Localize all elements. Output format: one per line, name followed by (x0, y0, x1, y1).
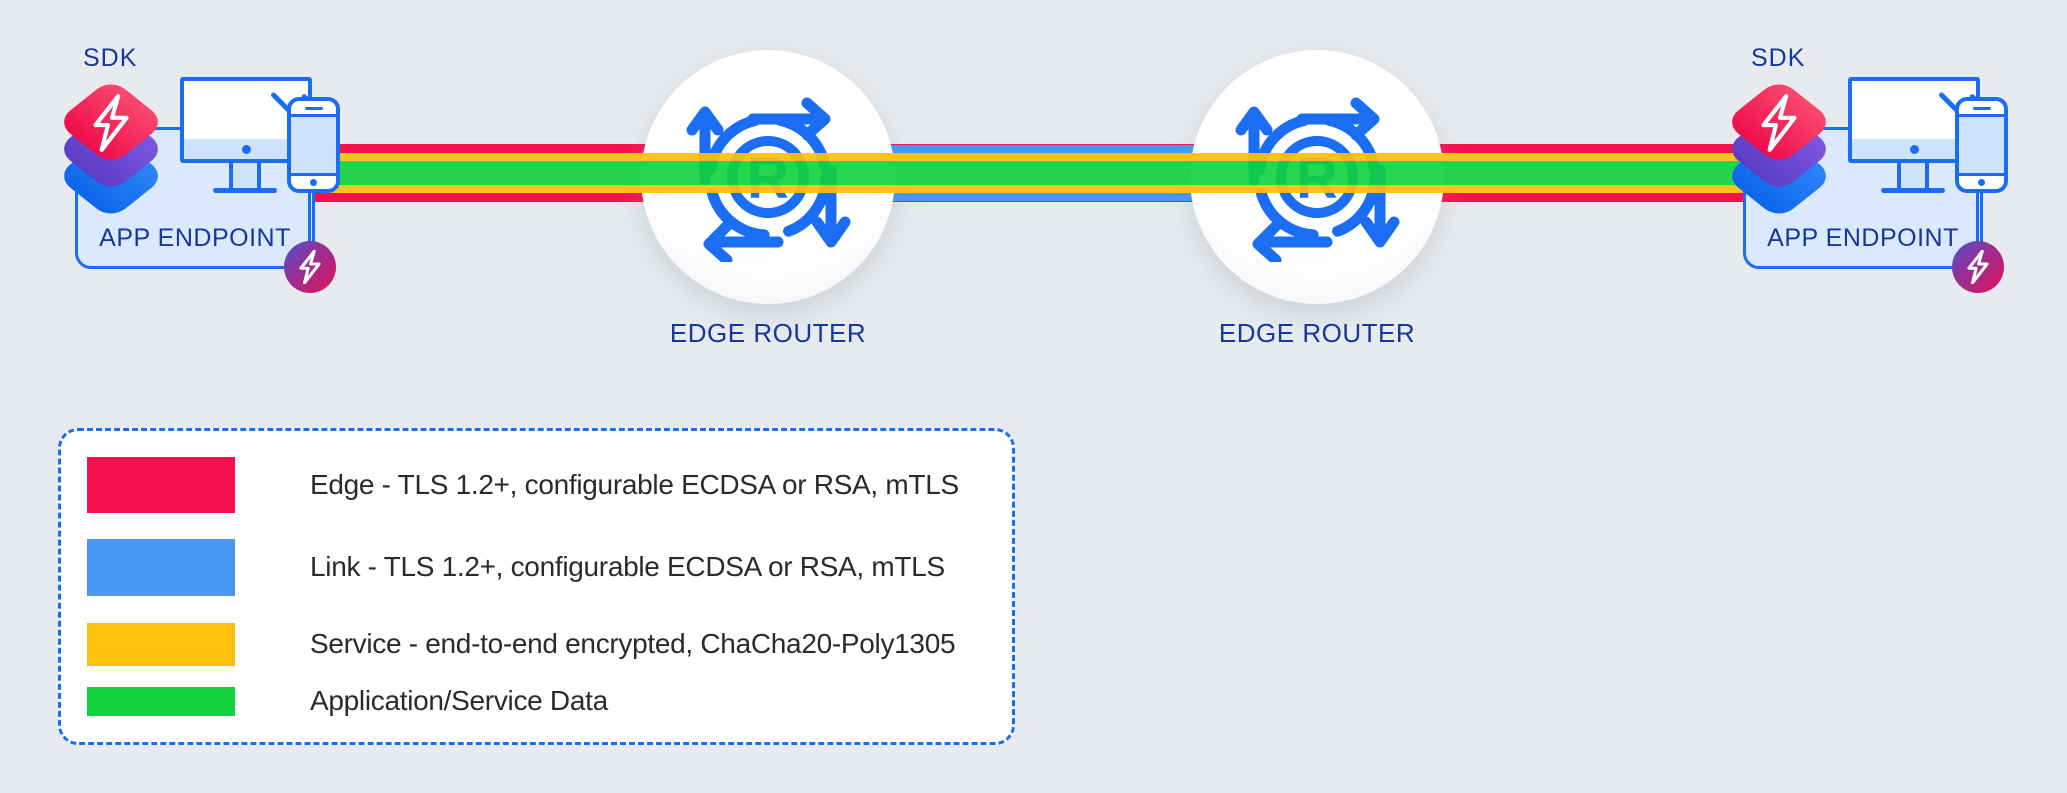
monitor-base (213, 188, 277, 193)
ziti-badge (1952, 241, 2004, 293)
monitor-strip (184, 139, 308, 159)
endpoint-label: APP ENDPOINT (99, 224, 291, 252)
legend-swatch-edge (87, 457, 235, 513)
badge-connector-line (308, 185, 311, 245)
badge-connector-line (1976, 185, 1979, 245)
monitor-strip (1852, 139, 1976, 159)
ziti-badge (284, 241, 336, 293)
phone-home-button (1978, 179, 1985, 186)
sdk-label: SDK (1751, 44, 1806, 72)
phone-screen (1959, 114, 2004, 176)
monitor-stand (1897, 163, 1929, 189)
link-band-bottom (878, 193, 1212, 201)
legend-swatch-link (87, 539, 235, 596)
monitor-dot (1909, 144, 1919, 154)
monitor-base (1881, 188, 1945, 193)
app-endpoint-right: SDK APP ENDPOINT (1713, 30, 2023, 320)
phone-speaker (1972, 107, 1991, 110)
phone-screen (291, 114, 336, 176)
phone-icon (287, 97, 340, 193)
legend-box: Edge - TLS 1.2+, configurable ECDSA or R… (58, 428, 1015, 745)
router-label: EDGE ROUTER (1218, 318, 1416, 348)
service-band-bottom (305, 185, 1750, 193)
sdk-label: SDK (83, 44, 138, 72)
monitor-dot (241, 144, 251, 154)
phone-home-button (310, 179, 317, 186)
legend-swatch-data (87, 687, 235, 716)
ziti-bolt-icon (1761, 94, 1797, 152)
app-endpoint-left: SDK APP ENDPOINT (45, 30, 355, 320)
legend-swatch-service (87, 623, 235, 666)
ziti-bolt-icon (1967, 250, 1989, 284)
legend-label-link: Link - TLS 1.2+, configurable ECDSA or R… (310, 551, 945, 582)
ziti-bolt-icon (93, 94, 129, 152)
legend-label-edge: Edge - TLS 1.2+, configurable ECDSA or R… (310, 469, 959, 500)
monitor-stand (229, 163, 261, 189)
endpoint-label: APP ENDPOINT (1767, 224, 1959, 252)
service-band-top (305, 153, 1750, 161)
legend-label-service: Service - end-to-end encrypted, ChaCha20… (310, 628, 956, 659)
legend-label-data: Application/Service Data (310, 685, 608, 716)
router-label: EDGE ROUTER (669, 318, 867, 348)
data-band (305, 161, 1750, 185)
phone-icon (1955, 97, 2008, 193)
phone-speaker (304, 107, 323, 110)
ziti-bolt-icon (299, 250, 321, 284)
link-band-top (878, 145, 1212, 153)
